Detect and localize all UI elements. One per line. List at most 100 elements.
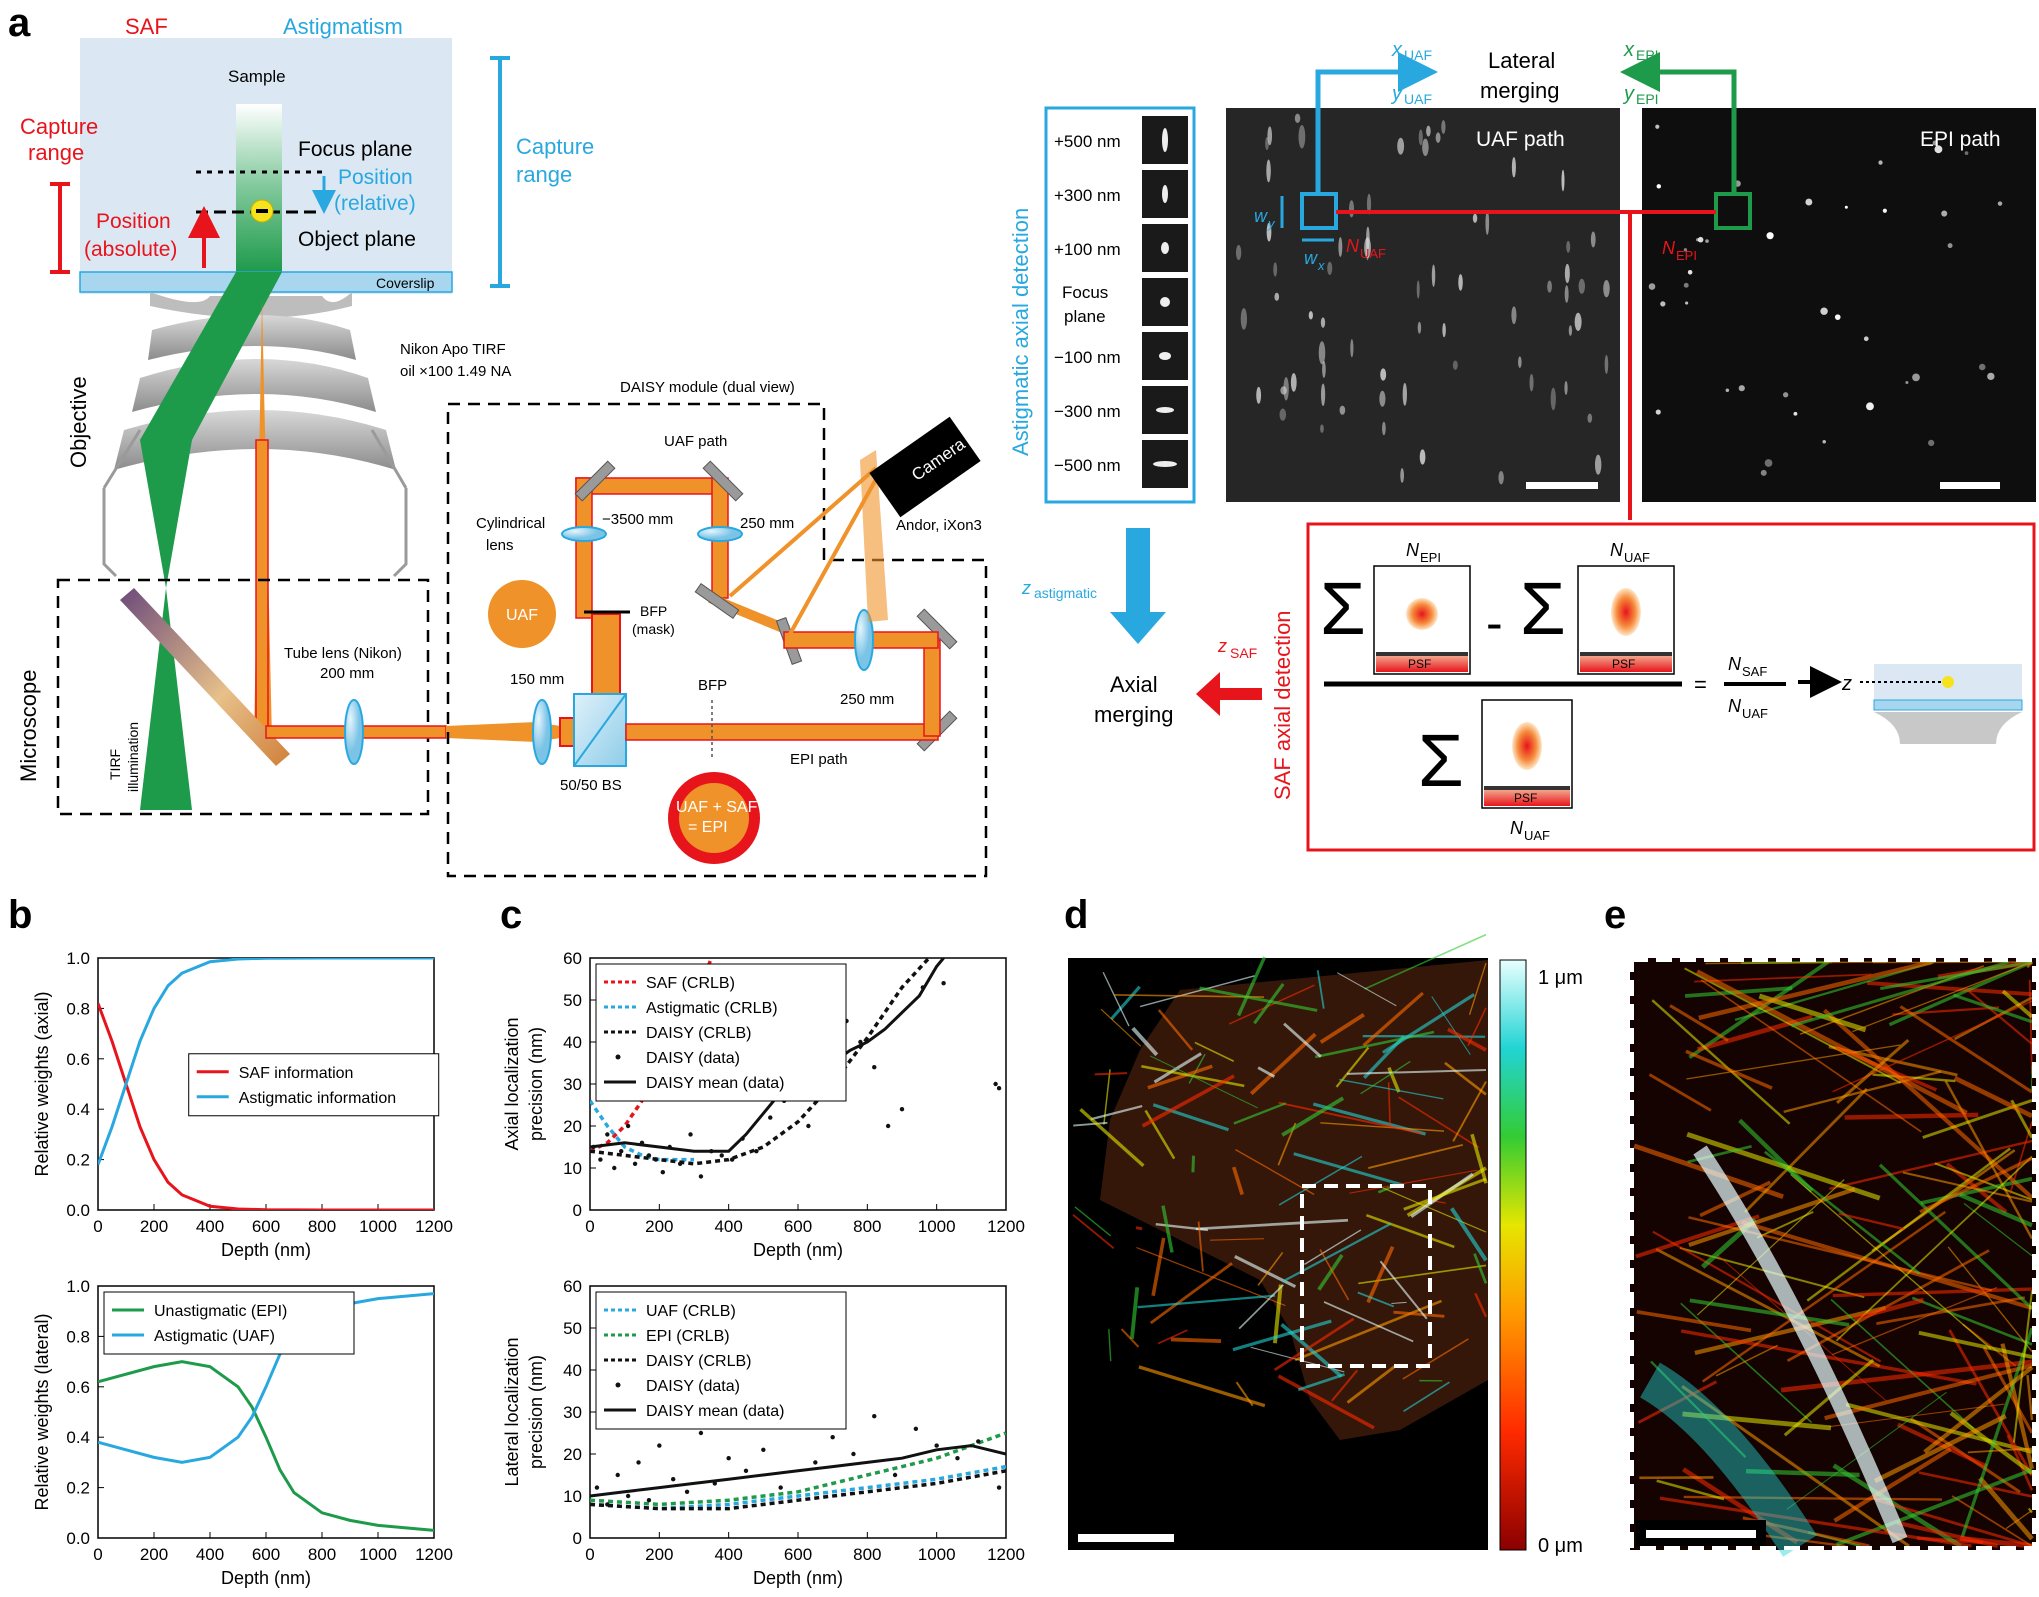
uaf-spot (1564, 263, 1570, 284)
data-point (851, 1451, 856, 1457)
actin-fiber (1683, 1495, 1943, 1501)
actin-fiber (1331, 1369, 1358, 1402)
actin-fiber (1468, 962, 1487, 1016)
uaf-spot (1518, 356, 1522, 368)
data-point (941, 981, 946, 986)
actin-fiber (1191, 1155, 1196, 1173)
z-saf: z (1217, 636, 1227, 656)
uaf-spot (1290, 373, 1297, 392)
x-tick-label: 0 (93, 1217, 102, 1236)
actin-fiber (1447, 1027, 1487, 1052)
legend-box (595, 1291, 847, 1430)
actin-fiber (1362, 991, 1424, 1047)
position-relative-1: Position (338, 166, 413, 189)
actin-fiber (1652, 1230, 1882, 1363)
actin-fiber (1129, 1287, 1140, 1340)
actin-fiber (1210, 1238, 1264, 1241)
z-astig: z (1021, 578, 1031, 598)
epi-spot (1766, 232, 1774, 240)
epi-spot (1655, 124, 1660, 129)
epi-spot (1863, 336, 1869, 342)
legend-label: DAISY (CRLB) (646, 1353, 752, 1370)
uaf-path-image (1226, 108, 1620, 502)
uaf-scalebar (1526, 482, 1598, 489)
capture-range-left-2: range (28, 140, 84, 165)
bfp-mask-label-2: (mask) (632, 621, 675, 637)
uaf-spot (1366, 193, 1372, 215)
x-tick-label: 0 (585, 1545, 594, 1564)
uaf-spot (1485, 211, 1490, 235)
x-tick-label: 600 (252, 1217, 280, 1236)
legend-label: Astigmatic (UAF) (154, 1328, 275, 1345)
epi-disk-label-2: = EPI (688, 819, 728, 836)
n-saf: N (1728, 654, 1742, 674)
microscope-label: Microscope (16, 670, 41, 782)
y-tick-label: 60 (563, 949, 582, 968)
wx-sub: x (1317, 258, 1325, 273)
series-line (98, 1360, 434, 1532)
y-tick-label: 40 (563, 1033, 582, 1052)
uaf-spot (1511, 157, 1516, 178)
actin-fiber (1923, 1365, 2034, 1454)
epi-disk-label-1: UAF + SAF (676, 799, 758, 816)
uaf-spot (1320, 424, 1324, 433)
cyl-lens-label-1: Cylindrical (476, 515, 545, 532)
uaf-spot (1441, 120, 1446, 134)
actin-fiber (1467, 1007, 1487, 1047)
actin-fiber (1323, 1301, 1414, 1343)
psf-label-2: PSF (1612, 657, 1635, 671)
x-epi-sub: EPI (1636, 47, 1659, 63)
uaf-spot (1590, 231, 1596, 248)
actin-fiber (1879, 960, 2033, 991)
data-point (806, 1123, 811, 1129)
actin-fiber (1391, 1301, 1407, 1305)
actin-fiber (1878, 1163, 2034, 1310)
legend-label: DAISY (data) (646, 1050, 740, 1067)
actin-fiber (1253, 983, 1285, 1025)
uaf-spot (1604, 354, 1609, 374)
psf-label: +300 nm (1054, 186, 1121, 205)
y-tick-label: 30 (563, 1403, 582, 1422)
capture-range-left-1: Capture (20, 114, 98, 139)
actin-fiber (1948, 1329, 2034, 1476)
legend-label: SAF information (239, 1065, 354, 1082)
actin-fiber (1474, 1292, 1488, 1318)
actin-fiber (1336, 972, 1397, 1007)
data-point (615, 1472, 620, 1478)
y-tick-label: 0.0 (66, 1529, 90, 1548)
astig-psf-box (1044, 106, 1196, 504)
actin-fiber (1951, 1495, 2033, 1547)
actin-fiber (1278, 1155, 1363, 1206)
y-axis-label: Relative weights (axial) (32, 991, 52, 1176)
uaf-spot (1578, 278, 1586, 294)
n-saf-sub: SAF (1742, 664, 1767, 679)
y-axis-label: Lateral localization (502, 1337, 522, 1486)
uaf-spot (1256, 386, 1262, 404)
x-tick-label: 800 (853, 1217, 881, 1236)
x-tick-label: 1200 (415, 1217, 453, 1236)
eq-n-uaf-sub: UAF (1624, 550, 1650, 565)
actin-fiber (1688, 1187, 1856, 1247)
epi-path-label: EPI path (790, 751, 848, 768)
epi-spot (1934, 145, 1943, 154)
actin-fiber (1138, 1365, 1266, 1408)
uaf-spot (1294, 113, 1301, 124)
actin-fiber (1120, 1328, 1140, 1348)
epi-spot (1683, 248, 1688, 252)
uaf-spot (1280, 386, 1287, 395)
data-point (625, 1493, 631, 1499)
actin-fiber (1831, 1286, 1998, 1356)
epi-spot (1978, 363, 1986, 371)
legend-swatch (615, 1054, 621, 1060)
tirf-label-2: illumination (125, 722, 141, 792)
mirror-3 (694, 583, 740, 619)
actin-fiber (1682, 1411, 1832, 1431)
uaf-spot (1279, 408, 1287, 421)
x-tick-label: 1000 (918, 1545, 956, 1564)
legend-label: DAISY (CRLB) (646, 1025, 752, 1042)
epi-spot (1683, 282, 1689, 288)
actin-fiber (1199, 986, 1318, 1012)
series-line (590, 958, 932, 1166)
